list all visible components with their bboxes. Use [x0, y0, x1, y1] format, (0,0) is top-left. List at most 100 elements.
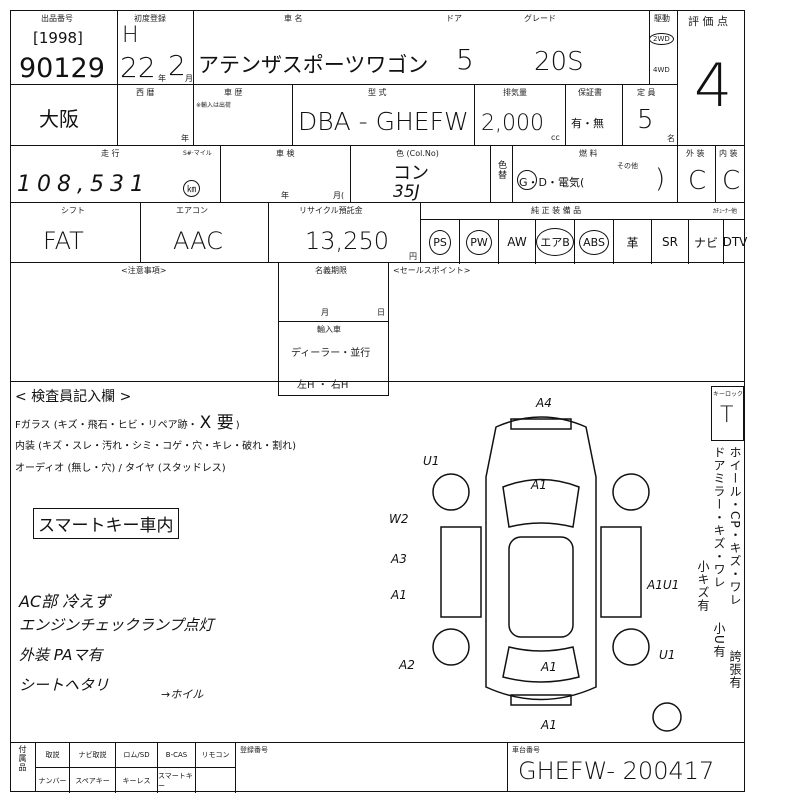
color-label: 色 (Col.No): [396, 149, 439, 158]
interior-line: 内装 (キズ・スレ・汚れ・シミ・コゲ・穴・キレ・破れ・割れ): [15, 441, 296, 452]
mark-fl-fender: U1: [423, 454, 440, 468]
western-label: 西 暦: [136, 88, 155, 97]
keylock-cell: キーロック T: [711, 386, 744, 441]
note-engine-lamp: エンジンチェックランプ点灯: [19, 616, 214, 634]
sales-point-cell: <セールスポイント>: [388, 262, 745, 382]
windshield: [502, 478, 580, 528]
rear-window: [502, 646, 580, 683]
inspector-title: < 検査員記入欄 >: [15, 389, 132, 405]
accessories-label: 付属品: [18, 745, 27, 772]
steering: 左H ・ 右H: [297, 380, 349, 391]
chassis-number: GHEFW- 200417: [518, 757, 715, 785]
shift: FAT: [43, 227, 84, 255]
chassis-cell: 車台番号 GHEFW- 200417: [507, 743, 747, 791]
import-type: ディーラー・並行: [291, 348, 371, 359]
grade: 20S: [534, 47, 584, 77]
lot-cell: 出品番号 [1998] 90129: [10, 10, 118, 85]
equipment-エアB: エアB: [536, 228, 574, 256]
mark-rear-bumper: A1: [541, 718, 557, 732]
equipment-PS: PS: [429, 229, 451, 255]
reg-month: 2: [168, 49, 186, 82]
title-deadline-cell: 名義期限 月 日: [278, 262, 389, 322]
note-ac: AC部 冷えず: [19, 592, 111, 611]
inspection-year-unit: 年: [281, 191, 289, 200]
note-wheel: →ホイル: [161, 688, 204, 701]
tire-rear-right: [612, 628, 650, 666]
reg-number-cell: 登録番号: [235, 743, 508, 791]
accessory-cell: スマートキー: [158, 768, 196, 793]
equipment-ABS: ABS: [579, 229, 609, 255]
history-note: ※輸入は出荷: [196, 102, 232, 109]
color-change-cell: 色替: [490, 145, 513, 203]
import-label: 輸入車: [317, 325, 341, 334]
day-unit: 日: [377, 308, 385, 317]
accessory-cell: 取説: [36, 743, 70, 768]
mark-front: A4: [536, 396, 552, 410]
capacity: 5: [637, 105, 654, 135]
accessory-cell: リモコン: [196, 743, 236, 768]
chassis-label: 車台番号: [512, 746, 540, 754]
score: 4: [694, 51, 733, 121]
door-label: ドア: [446, 14, 462, 23]
right-side: [600, 526, 642, 618]
equipment-item: DTV: [722, 220, 748, 264]
side-note-exaggeration: 誇張有: [728, 650, 742, 689]
drive-cell: 駆動 2WD 4WD: [649, 10, 678, 85]
first-reg-label: 初度登録: [134, 14, 166, 23]
first-reg-cell: 初度登録 H 22 年 2 月: [117, 10, 194, 85]
title-deadline-label: 名義期限: [315, 266, 347, 275]
side-note-u: 小U有: [712, 622, 726, 658]
accessory-cell: ナンバー: [36, 768, 70, 793]
accessory-cell: ロム/SD: [116, 743, 158, 768]
ac: AAC: [173, 227, 223, 255]
color-code: 35J: [393, 182, 420, 202]
capacity-label: 定 員: [637, 88, 656, 97]
model-label: 型 式: [368, 88, 387, 97]
equipment-ナビ: ナビ: [693, 235, 718, 250]
side-note-mirror: ドアミラー・キズ・ワレ: [712, 446, 726, 589]
interior-cell: 内 装 C: [715, 145, 745, 203]
inspection-label: 車 検: [276, 149, 295, 158]
notes-label: <注意事項>: [121, 266, 167, 275]
spare-tire: [652, 702, 682, 732]
recycle-fee: 13,250: [305, 227, 389, 255]
mark-rl-quarter: A2: [399, 658, 415, 672]
yen-unit: 円: [409, 252, 417, 261]
doors: 5: [456, 43, 474, 76]
equipment-DTV: DTV: [722, 235, 748, 249]
grade-label: グレード: [524, 14, 556, 23]
equipment-item: AW: [498, 220, 535, 264]
mileage: 108,531: [17, 172, 150, 197]
tire-front-right: [612, 473, 650, 511]
drive-label: 駆動: [654, 14, 670, 23]
drive-2wd: 2WD: [649, 33, 674, 45]
mileage-unit: ㎞: [183, 180, 201, 197]
equipment-AW: AW: [507, 235, 527, 249]
shift-cell: シフト FAT: [10, 202, 141, 263]
equipment-item: ABS: [574, 220, 613, 264]
mark-left-front-door: W2: [389, 512, 409, 526]
windshield-replace: X 要: [199, 413, 234, 433]
lot-number: 90129: [19, 53, 105, 84]
sales-point-label: <セールスポイント>: [393, 266, 471, 275]
capacity-cell: 定 員 5 名: [622, 84, 678, 146]
side-note-wheel: ホイール・CP・キズ・ワレ: [728, 446, 742, 607]
fuel-g-circle: [517, 170, 537, 190]
keylock-label: キーロック: [713, 391, 744, 398]
displacement: 2,000: [481, 111, 544, 136]
warranty-cell: 保証書 有・無: [565, 84, 623, 146]
equipment-item: SR: [651, 220, 688, 264]
equipment-item: ナビ: [688, 220, 723, 264]
interior-grade: C: [722, 166, 741, 196]
windshield-row: Fガラス (キズ・飛石・ヒビ・リペア跡・ X 要 ): [15, 408, 240, 433]
year-unit: 年: [181, 134, 189, 143]
equipment-SR: SR: [662, 235, 678, 249]
displacement-cell: 排気量 2,000 cc: [474, 84, 566, 146]
tuner-label: ｶﾁｭｰﾅｰ他: [713, 208, 738, 215]
note-exterior: 外装 PAマ有: [19, 646, 103, 664]
car-name-cell: 車 名 ドア グレード アテンザスポーツワゴン 5 20S: [193, 10, 650, 85]
inspection-cell: 車 検 年 月(: [220, 145, 351, 203]
